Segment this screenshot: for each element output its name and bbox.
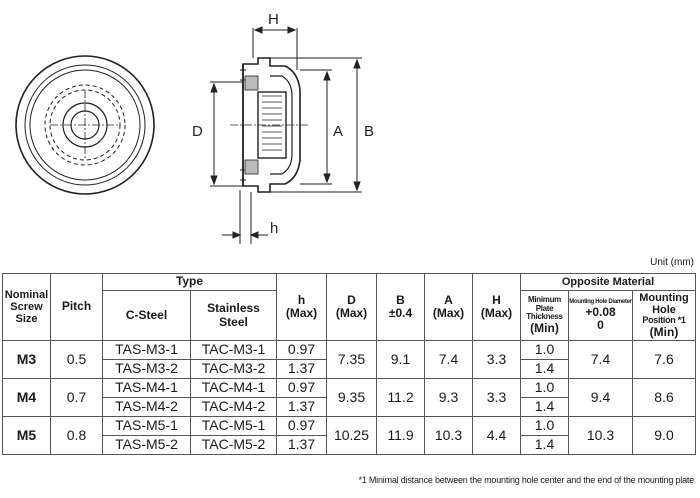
cell-H: 3.3 [472, 378, 521, 417]
cell-mount-pos: 8.6 [631, 378, 697, 417]
label-D: D [192, 123, 203, 140]
front-view [15, 55, 155, 195]
cell-A: 9.3 [424, 378, 473, 417]
header-H: H (Max) [472, 273, 521, 341]
cell-stainless: TAC-M4-1 [190, 378, 277, 398]
header-opposite-material: Opposite Material [519, 273, 697, 291]
header-type: Type [102, 273, 277, 291]
table-row: TAS-M4-2 TAC-M4-2 1.37 1.4 [3, 397, 696, 417]
cell-A: 10.3 [424, 416, 473, 455]
cell-plate-thickness: 1.0 [520, 378, 569, 398]
cell-mount-pos: 7.6 [631, 340, 697, 379]
cell-c-steel: TAS-M3-1 [102, 340, 191, 360]
unit-label: Unit (mm) [650, 257, 694, 268]
cell-D: 10.25 [326, 416, 377, 455]
cell-plate-thickness: 1.4 [520, 435, 569, 455]
cell-pitch: 0.5 [50, 340, 103, 379]
cell-h: 0.97 [276, 416, 327, 436]
cell-B: 11.2 [376, 378, 425, 417]
cell-plate-thickness: 1.0 [520, 416, 569, 436]
cell-pitch: 0.8 [50, 416, 103, 455]
cell-c-steel: TAS-M5-2 [102, 435, 191, 455]
cell-plate-thickness: 1.4 [520, 397, 569, 417]
cell-H: 3.3 [472, 340, 521, 379]
table-row: M4 0.7 TAS-M4-1 TAC-M4-1 0.97 9.35 11.2 … [2, 378, 697, 417]
header-h: h (Max) [276, 273, 327, 341]
label-A: A [333, 123, 343, 140]
label-H: H [268, 11, 279, 28]
dimension-lines [210, 26, 362, 244]
cell-h: 1.37 [276, 435, 327, 455]
table-row: TAS-M3-2 TAC-M3-2 1.37 1.4 [3, 359, 696, 379]
section-view [230, 57, 310, 193]
header-mount-dia: Mounting Hole Diameter +0.08 0 [568, 290, 633, 341]
cell-stainless: TAC-M5-2 [190, 435, 277, 455]
cell-c-steel: TAS-M5-1 [102, 416, 191, 436]
cell-size: M4 [2, 378, 51, 417]
cell-pitch: 0.7 [50, 378, 103, 417]
header-c-steel: C-Steel [102, 290, 191, 341]
table-row: TAS-M5-2 TAC-M5-2 1.37 1.4 [3, 435, 696, 455]
cell-B: 9.1 [376, 340, 425, 379]
cell-stainless: TAC-M3-2 [190, 359, 277, 379]
cell-A: 7.4 [424, 340, 473, 379]
label-B: B [364, 123, 374, 140]
cell-plate-thickness: 1.4 [520, 359, 569, 379]
cell-size: M5 [2, 416, 51, 455]
header-min-plate: Minimum Plate Thickness (Min) [520, 290, 569, 341]
cell-B: 11.9 [376, 416, 425, 455]
cell-h: 0.97 [276, 340, 327, 360]
cell-stainless: TAC-M4-2 [190, 397, 277, 417]
cell-size: M3 [2, 340, 51, 379]
cell-c-steel: TAS-M4-1 [102, 378, 191, 398]
cell-h: 1.37 [276, 359, 327, 379]
header-mount-pos: Mounting Hole Position *1 (Min) [631, 290, 697, 341]
cell-mount-dia: 9.4 [568, 378, 633, 417]
specification-table: Nominal Screw Size Pitch Type h (Max) D … [2, 273, 697, 455]
label-h: h [270, 220, 278, 237]
header-row-2: C-Steel Stainless Steel Minimum Plate Th… [3, 290, 697, 341]
cell-mount-dia: 10.3 [568, 416, 633, 455]
header-nominal: Nominal Screw Size [2, 273, 51, 341]
header-B: B ±0.4 [376, 273, 425, 341]
cell-D: 9.35 [326, 378, 377, 417]
header-D: D (Max) [326, 273, 377, 341]
cell-D: 7.35 [326, 340, 377, 379]
footnote: *1 Minimal distance between the mounting… [358, 475, 694, 485]
cell-H: 4.4 [472, 416, 521, 455]
technical-drawing: H D A B h [15, 11, 374, 244]
dimension-labels: H D A B h [192, 11, 374, 237]
header-A: A (Max) [424, 273, 473, 341]
header-stainless: Stainless Steel [190, 290, 277, 341]
cell-mount-pos: 9.0 [631, 416, 697, 455]
cell-plate-thickness: 1.0 [520, 340, 569, 360]
header-row-1: Nominal Screw Size Pitch Type h (Max) D … [2, 273, 697, 341]
table-row: M5 0.8 TAS-M5-1 TAC-M5-1 0.97 10.25 11.9… [2, 416, 697, 455]
cell-h: 0.97 [276, 378, 327, 398]
cell-mount-dia: 7.4 [568, 340, 633, 379]
cell-stainless: TAC-M5-1 [190, 416, 277, 436]
cell-stainless: TAC-M3-1 [190, 340, 277, 360]
header-pitch: Pitch [50, 273, 103, 341]
cell-c-steel: TAS-M3-2 [102, 359, 191, 379]
table-row: M3 0.5 TAS-M3-1 TAC-M3-1 0.97 7.35 9.1 7… [2, 340, 697, 379]
cell-c-steel: TAS-M4-2 [102, 397, 191, 417]
cell-h: 1.37 [276, 397, 327, 417]
